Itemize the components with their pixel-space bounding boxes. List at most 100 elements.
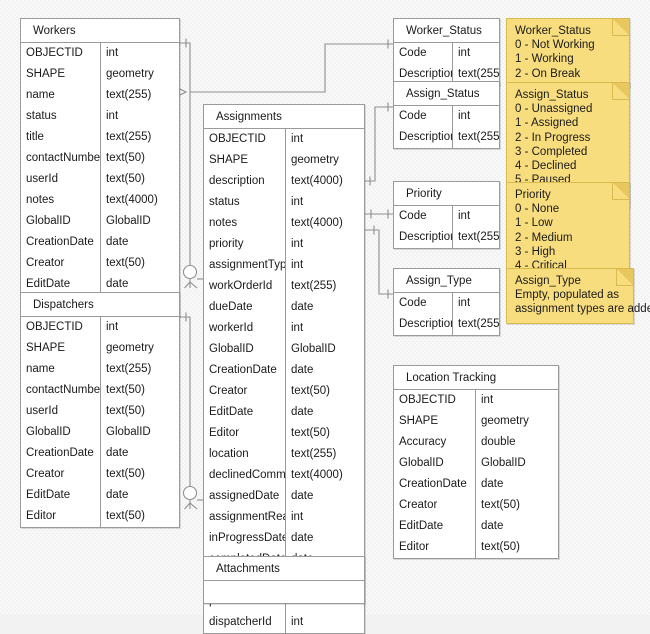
table-row: EditDate date	[21, 485, 179, 506]
field-name: OBJECTID	[204, 129, 286, 150]
table-row: CreationDate date	[394, 474, 558, 495]
note-title: Assign_Type	[515, 275, 581, 287]
field-name: Description	[394, 314, 453, 335]
field-type: geometry	[291, 154, 339, 166]
field-type: int	[291, 238, 304, 250]
field-type: date	[481, 478, 504, 490]
field-type: text(50)	[106, 468, 145, 480]
field-type: date	[291, 406, 314, 418]
field-type: text(4000)	[291, 217, 343, 229]
note-line: Empty, populated as	[515, 289, 619, 302]
field-name: notes	[21, 190, 101, 211]
field-name: name	[21, 359, 101, 380]
field-name: EditDate	[394, 516, 476, 537]
note-line: 1 - Assigned	[515, 117, 579, 130]
table-attachments[interactable]: Attachments	[203, 556, 365, 604]
field-name: workOrderId	[204, 276, 286, 297]
field-type: date	[291, 490, 314, 502]
field-name: OBJECTID	[21, 43, 101, 64]
field-name: priority	[204, 234, 286, 255]
field-name: title	[21, 127, 101, 148]
table-row	[204, 581, 364, 603]
field-type: GlobalID	[291, 343, 336, 355]
field-type: date	[291, 301, 314, 313]
field-type: text(50)	[481, 541, 520, 553]
field-type: text(255)	[291, 280, 337, 292]
table-title-worker-status: Worker_Status	[394, 19, 499, 43]
field-name: EditDate	[21, 485, 101, 506]
note-line: assignment types are added	[515, 303, 650, 316]
field-type: date	[106, 489, 129, 501]
field-type: int	[291, 322, 304, 334]
field-type: date	[291, 364, 314, 376]
field-name: status	[204, 192, 286, 213]
field-type: int	[458, 110, 471, 122]
field-name: CreationDate	[21, 232, 101, 253]
table-row: GlobalID GlobalID	[204, 339, 364, 360]
field-name: CreationDate	[394, 474, 476, 495]
field-type: date	[481, 520, 504, 532]
field-type: text(255)	[458, 231, 499, 243]
note-line: 1 - Working	[515, 53, 574, 66]
field-type: text(255)	[106, 89, 152, 101]
field-name: status	[21, 106, 101, 127]
field-type: text(50)	[106, 510, 145, 522]
field-name: assignmentRead	[204, 507, 286, 528]
field-type: text(255)	[106, 363, 152, 375]
field-name: GlobalID	[204, 339, 286, 360]
field-type: text(50)	[291, 385, 330, 397]
field-type: text(50)	[106, 173, 145, 185]
field-name: EditDate	[21, 274, 101, 295]
table-title-workers: Workers	[21, 19, 179, 43]
field-name: CreationDate	[204, 360, 286, 381]
field-name: location	[204, 444, 286, 465]
table-body-attachments	[204, 581, 364, 603]
field-type: text(255)	[458, 131, 499, 143]
field-name: declinedComment	[204, 465, 286, 486]
field-name: Code	[394, 293, 453, 314]
field-type: GlobalID	[106, 215, 151, 227]
field-type: text(255)	[458, 68, 499, 80]
field-type: GlobalID	[106, 426, 151, 438]
field-name: Code	[394, 206, 453, 227]
note-line: 3 - High	[515, 245, 556, 258]
